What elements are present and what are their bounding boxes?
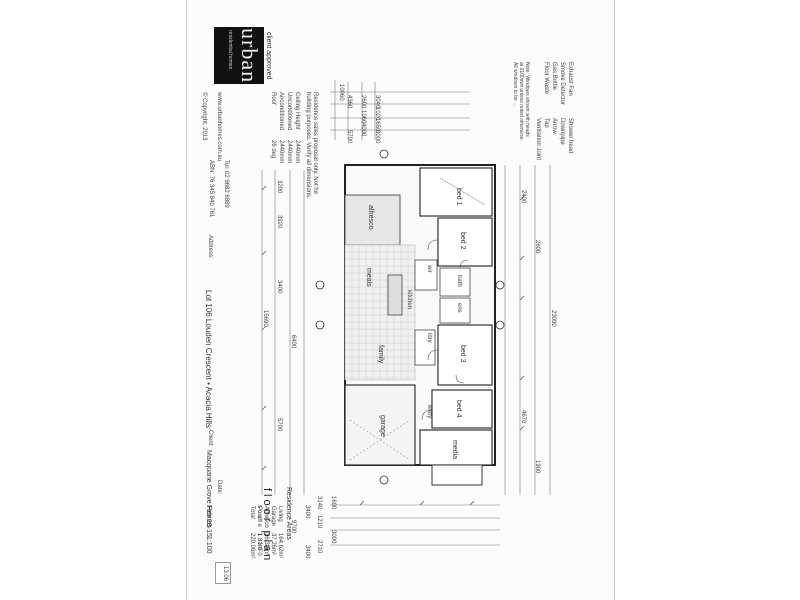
sheet-number-box [215, 562, 231, 584]
dim-top-overall: 10060 [338, 84, 344, 101]
dim-side-8: 1900 [534, 460, 540, 474]
room-ens: ens [456, 303, 462, 313]
room-meals: meals [365, 268, 372, 287]
room-media: media [451, 440, 458, 460]
room-bed2: bed 2 [459, 232, 466, 250]
room-ldry: ldry [426, 333, 432, 343]
dim-side-5: 2400 [520, 190, 526, 204]
dim-bottom-overall: 9700 [290, 520, 296, 534]
room-garage: garage [379, 415, 386, 437]
dim-bottom-row2-0: 3140 [316, 496, 322, 510]
room-bath: bath [456, 275, 462, 287]
room-bed3: bed 3 [459, 345, 466, 363]
dim-side-4: 6400 [290, 335, 296, 349]
dim-side-0: 3200 [276, 180, 282, 194]
dim-bottom-row2-1: 1210 [316, 515, 322, 529]
dim-top-row2-2: 4000 [360, 123, 366, 137]
dim-bottom-row2-2: 2710 [316, 540, 322, 554]
urban-logo [214, 27, 264, 84]
dim-top-row2-0: 2600 [360, 95, 366, 109]
dim-right-overall: 23090 [550, 310, 556, 327]
dim-side-7: 2600 [534, 240, 540, 254]
dim-side-3: 5700 [276, 418, 282, 432]
room-kitchen: kitchen [406, 290, 412, 310]
room-alfresco: alfresco [367, 205, 374, 230]
dim-top-row3-3: 3000 [374, 130, 380, 144]
room-entry: entry [426, 405, 432, 419]
room-bed1: bed 1 [455, 188, 462, 206]
dim-bottom-row3-0: 3400 [304, 505, 310, 519]
dim-bottom-row-0: 1600 [330, 496, 336, 510]
dim-top-row-1: 5700 [346, 130, 352, 144]
dim-left-overall: 15690 [262, 310, 268, 327]
room-bed4: bed 4 [455, 400, 462, 418]
dim-side-2: 3400 [276, 280, 282, 294]
dim-bottom-row3-1: 3400 [304, 545, 310, 559]
room-family: family [377, 345, 384, 364]
dim-top-row2-1: 1060 [360, 110, 366, 124]
dim-side-1: 3920 [276, 215, 282, 229]
room-wir: wir [426, 265, 432, 273]
dim-side-6: 4670 [520, 410, 526, 424]
dim-bottom-row-1: 3000 [330, 530, 336, 544]
dim-top-row-0: 4360 [346, 95, 352, 109]
